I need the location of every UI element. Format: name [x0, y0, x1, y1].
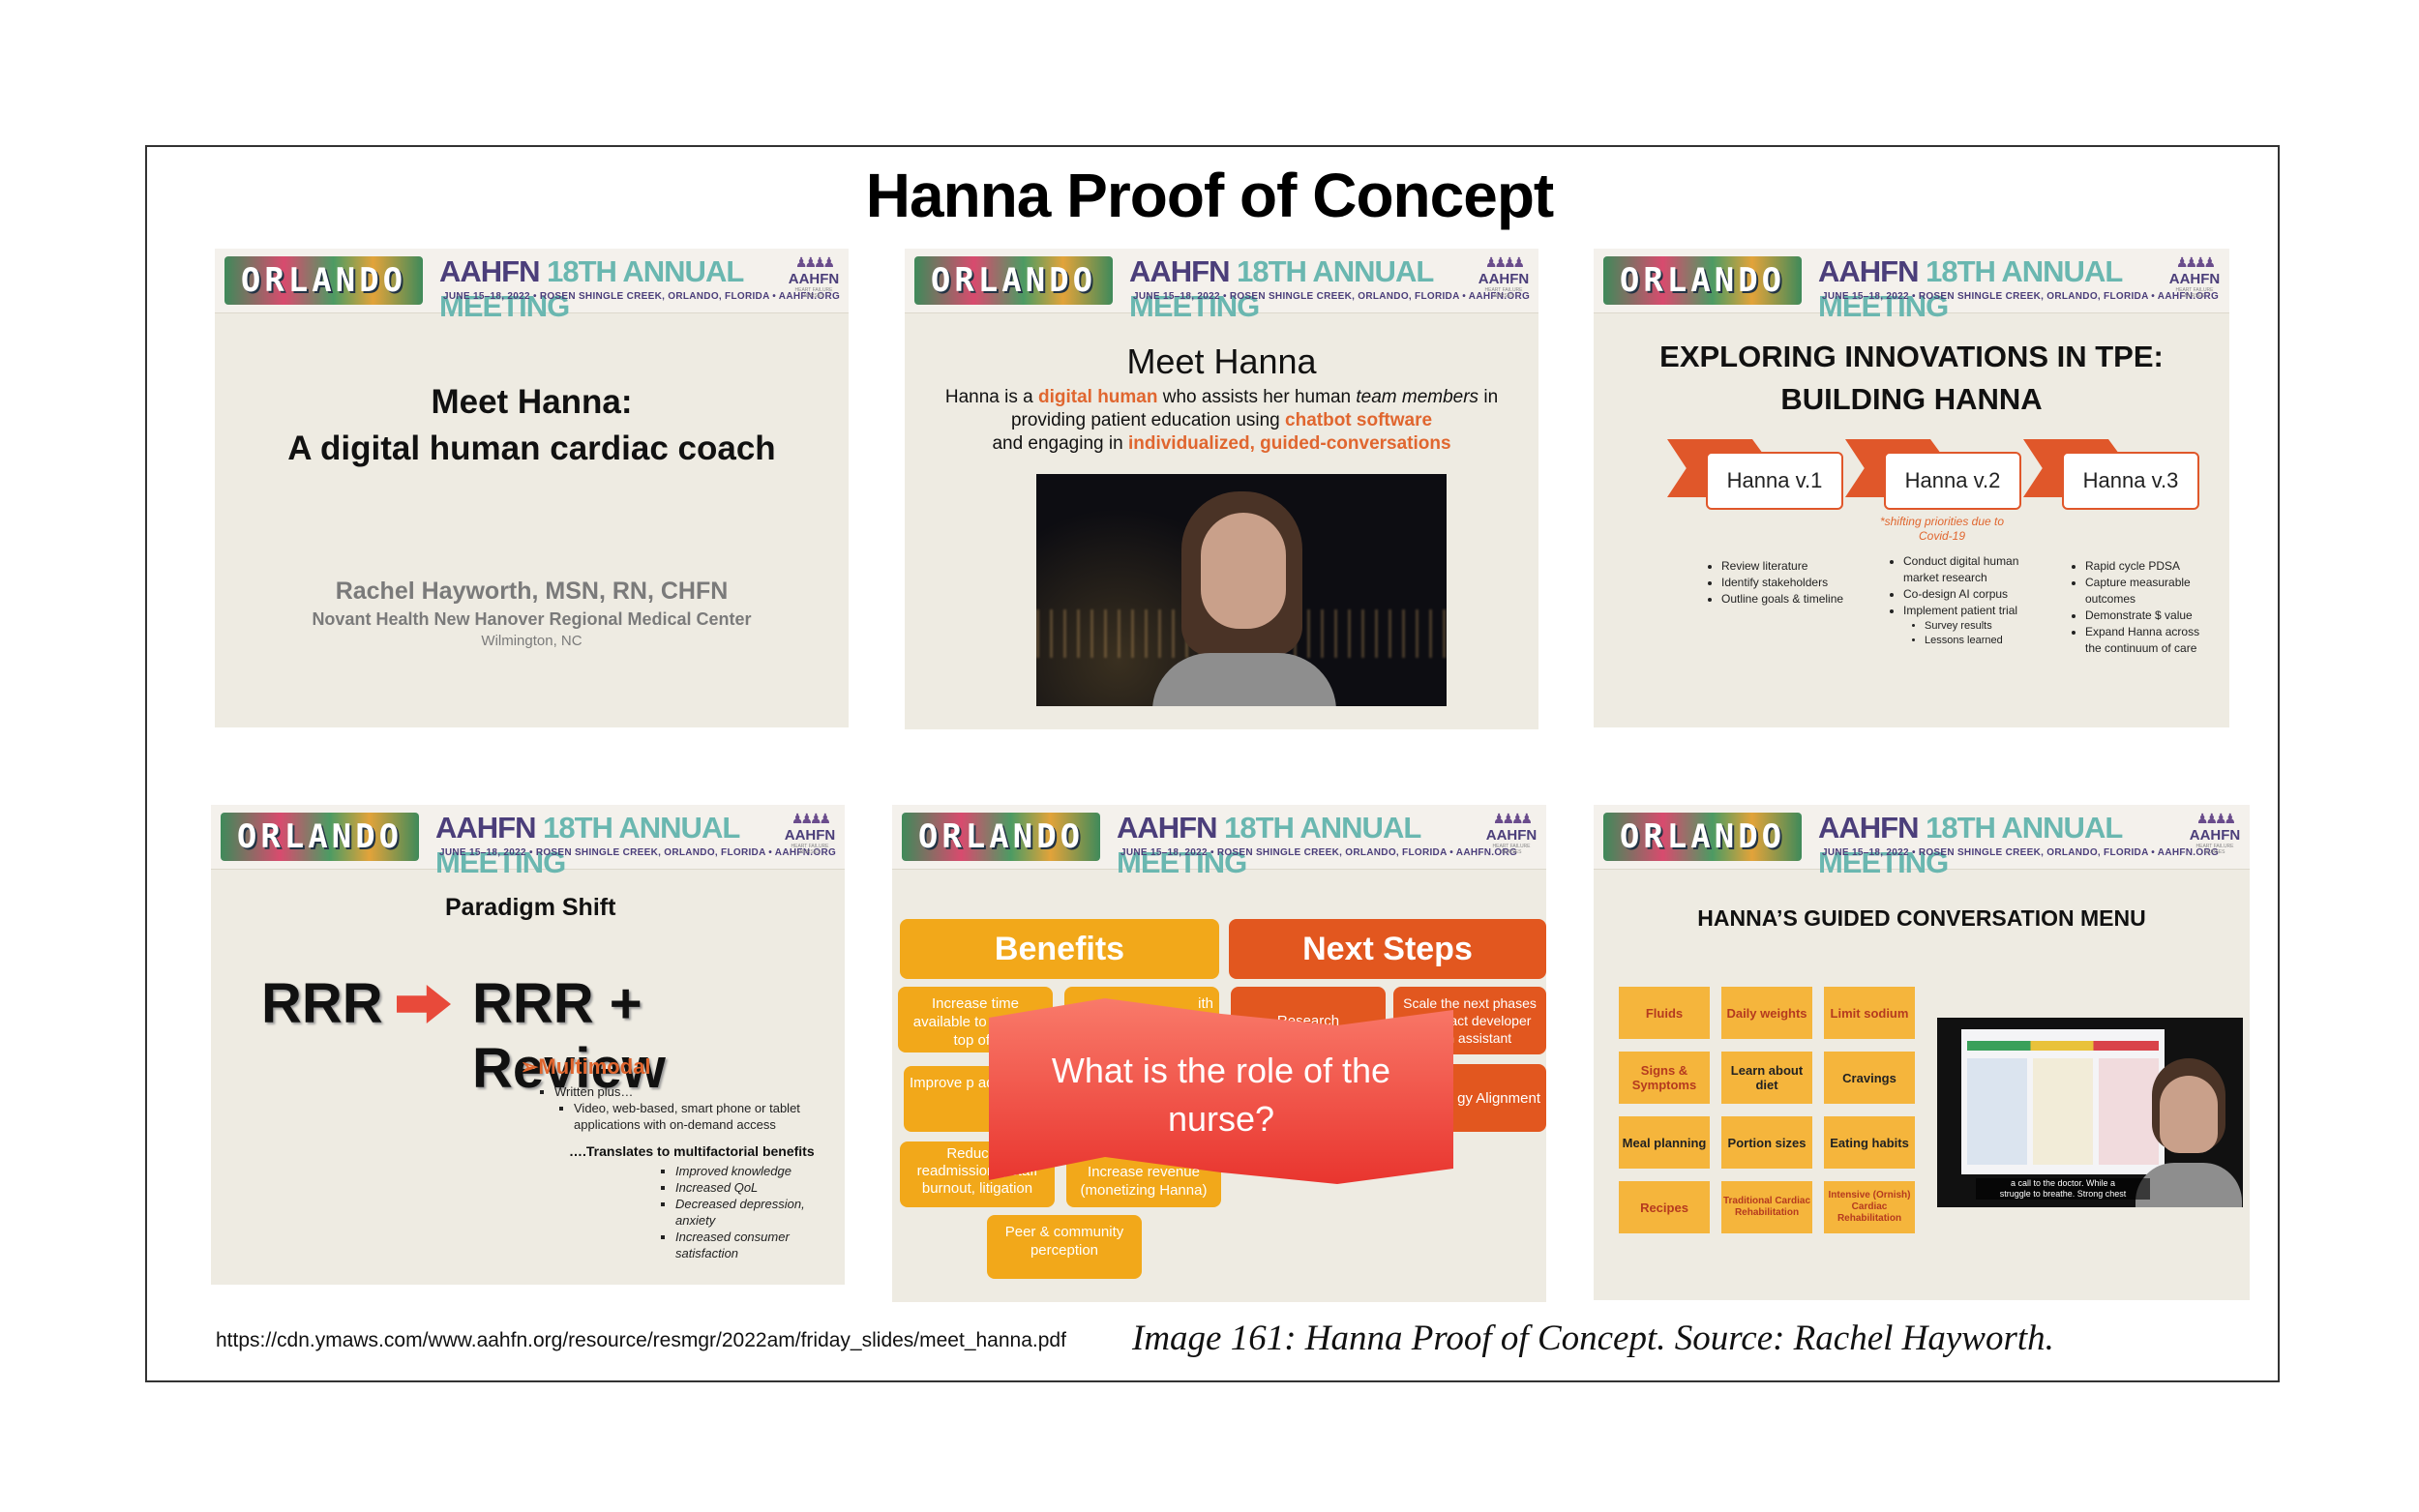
slide-title-line-2: A digital human cardiac coach [287, 430, 776, 467]
meeting-title: AAHFN 18TH ANNUAL MEETING [439, 254, 744, 323]
slide-paradigm-shift: ORLANDO AAHFN 18TH ANNUAL MEETING JUNE 1… [211, 805, 845, 1285]
author-city: Wilmington, NC [481, 633, 582, 649]
menu-tile: Fluids [1619, 987, 1710, 1039]
multimodal-bullets: Written plus… Video, web-based, smart ph… [535, 1083, 835, 1133]
meeting-subtitle: JUNE 15–18, 2022 • ROSEN SHINGLE CREEK, … [1822, 291, 2220, 302]
meeting-subtitle: JUNE 15–18, 2022 • ROSEN SHINGLE CREEK, … [1120, 847, 1518, 858]
orlando-logo: ORLANDO [224, 256, 423, 305]
right-arrow-icon [397, 985, 451, 1023]
hanna-shirt [1152, 653, 1336, 706]
slide-banner: ORLANDO AAHFN 18TH ANNUAL MEETING JUNE 1… [905, 249, 1538, 323]
meeting-title: AAHFN 18TH ANNUAL MEETING [1117, 811, 1421, 879]
source-url[interactable]: https://cdn.ymaws.com/www.aahfn.org/reso… [216, 1329, 1066, 1351]
slide-meet-hanna: ORLANDO AAHFN 18TH ANNUAL MEETING JUNE 1… [905, 249, 1538, 729]
menu-tile: Signs & Symptoms [1619, 1052, 1710, 1104]
meeting-subtitle: JUNE 15–18, 2022 • ROSEN SHINGLE CREEK, … [439, 847, 837, 858]
slide-title-line-1: Meet Hanna: [431, 383, 633, 421]
author-name: Rachel Hayworth, MSN, RN, CHFN [335, 578, 729, 605]
benefit-tile-perception: Peer & community perception [987, 1215, 1142, 1279]
slide-title: HANNA’S GUIDED CONVERSATION MENU [1697, 905, 2146, 931]
hanna-avatar [2160, 1076, 2218, 1153]
meeting-subtitle: JUNE 15–18, 2022 • ROSEN SHINGLE CREEK, … [443, 291, 841, 302]
hanna-v2-box: Hanna v.2 [1884, 452, 2021, 510]
menu-tile: Traditional Cardiac Rehabilitation [1721, 1181, 1812, 1233]
meeting-title: AAHFN 18TH ANNUAL MEETING [1818, 811, 2123, 879]
slide-banner: ORLANDO AAHFN 18TH ANNUAL MEETING JUNE 1… [1594, 249, 2229, 323]
slide-banner: ORLANDO AAHFN 18TH ANNUAL MEETING JUNE 1… [1594, 805, 2250, 879]
menu-tile: Intensive (Ornish) Cardiac Rehabilitatio… [1824, 1181, 1915, 1233]
meeting-title: AAHFN 18TH ANNUAL MEETING [1818, 254, 2123, 323]
hanna-v3-box: Hanna v.3 [2062, 452, 2199, 510]
meeting-subtitle: JUNE 15–18, 2022 • ROSEN SHINGLE CREEK, … [1822, 847, 2220, 858]
menu-tile: Learn about diet [1721, 1052, 1812, 1104]
menu-tile: Recipes [1619, 1181, 1710, 1233]
hanna-shirt [2135, 1163, 2242, 1207]
rrr-review-text: RRR + Review [472, 972, 666, 1100]
menu-tile: Eating habits [1824, 1116, 1915, 1169]
menu-tile: Daily weights [1721, 987, 1812, 1039]
hanna-v1-box: Hanna v.1 [1706, 452, 1843, 510]
orlando-logo: ORLANDO [1603, 256, 1802, 305]
menu-tile: Portion sizes [1721, 1116, 1812, 1169]
slide-benefits-next-steps: ORLANDO AAHFN 18TH ANNUAL MEETING JUNE 1… [892, 805, 1546, 1302]
orlando-logo: ORLANDO [902, 813, 1100, 861]
author-org: Novant Health New Hanover Regional Medic… [312, 609, 752, 629]
v3-bullets: Rapid cycle PDSACapture measurable outco… [2066, 558, 2201, 657]
action-plan-document [1961, 1029, 2165, 1174]
page-title: Hanna Proof of Concept [865, 161, 1554, 230]
slide-guided-conversation-menu: ORLANDO AAHFN 18TH ANNUAL MEETING JUNE 1… [1594, 805, 2250, 1300]
multimodal-heading: ➢Multimodal [521, 1054, 651, 1079]
v1-bullets: Review literatureIdentify stakeholdersOu… [1702, 558, 1847, 608]
rrr-text: RRR [261, 972, 383, 1035]
next-steps-header: Next Steps [1229, 919, 1546, 979]
slide-banner: ORLANDO AAHFN 18TH ANNUAL MEETING JUNE 1… [211, 805, 845, 879]
figure-frame [145, 145, 2280, 1382]
menu-tile: Cravings [1824, 1052, 1915, 1104]
benefits-header: Benefits [900, 919, 1219, 979]
meeting-title: AAHFN 18TH ANNUAL MEETING [1129, 254, 1434, 323]
figure-caption: Image 161: Hanna Proof of Concept. Sourc… [1132, 1319, 2054, 1358]
translates-text: ….Translates to multifactorial benefits [569, 1143, 815, 1159]
orlando-logo: ORLANDO [221, 813, 419, 861]
orlando-logo: ORLANDO [914, 256, 1113, 305]
slide-meet-hanna-title: ORLANDO AAHFN 18TH ANNUAL MEETING JUNE 1… [215, 249, 849, 727]
v2-bullets: Conduct digital human market researchCo-… [1884, 553, 2019, 648]
menu-tile: Limit sodium [1824, 987, 1915, 1039]
hanna-video-still [1036, 474, 1447, 706]
slide-title: Paradigm Shift [445, 894, 616, 921]
slide-description: Hanna is a digital human who assists her… [944, 387, 1499, 454]
slide-banner: ORLANDO AAHFN 18TH ANNUAL MEETING JUNE 1… [215, 249, 849, 323]
meeting-title: AAHFN 18TH ANNUAL MEETING [435, 811, 740, 879]
benefits-bullets: Improved knowledgeIncreased QoLDecreased… [656, 1163, 830, 1261]
nurse-role-banner [989, 998, 1453, 1184]
menu-tile: Meal planning [1619, 1116, 1710, 1169]
hanna-face [1201, 513, 1286, 629]
orlando-logo: ORLANDO [1603, 813, 1802, 861]
meeting-subtitle: JUNE 15–18, 2022 • ROSEN SHINGLE CREEK, … [1133, 291, 1531, 302]
slide-title-line-2: BUILDING HANNA [1780, 382, 2043, 416]
slide-banner: ORLANDO AAHFN 18TH ANNUAL MEETING JUNE 1… [892, 805, 1546, 879]
slide-title: Meet Hanna [1126, 341, 1317, 381]
slide-title-line-1: EXPLORING INNOVATIONS IN TPE: [1659, 340, 2164, 373]
slide-exploring-innovations: ORLANDO AAHFN 18TH ANNUAL MEETING JUNE 1… [1594, 249, 2229, 727]
